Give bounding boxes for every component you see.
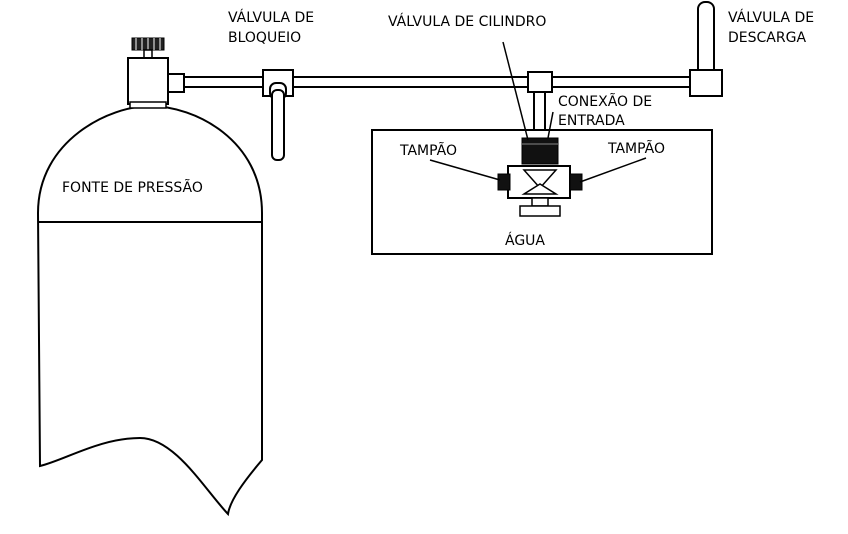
cylinder-valve-under-test <box>497 137 583 217</box>
left-cap <box>497 173 511 191</box>
cylinder-top-valve <box>127 37 185 109</box>
label-water: ÁGUA <box>505 232 545 249</box>
label-block-valve-line2: BLOQUEIO <box>228 30 301 46</box>
label-cap-left: TAMPÃO <box>399 142 457 159</box>
leader-lines <box>429 41 647 183</box>
label-pressure-source: FONTE DE PRESSÃO <box>62 179 203 196</box>
block-valve <box>262 69 294 161</box>
label-block-valve-line1: VÁLVULA DE <box>228 9 314 26</box>
label-inlet-connection-line2: ENTRADA <box>558 113 625 129</box>
label-discharge-valve-line2: DESCARGA <box>728 30 806 46</box>
label-discharge-valve-line1: VÁLVULA DE <box>728 9 814 26</box>
valve-body <box>127 57 169 105</box>
block-valve-handle <box>271 89 285 161</box>
inlet-connection <box>521 137 559 165</box>
label-cap-right: TAMPÃO <box>607 140 665 157</box>
label-cylinder-valve: VÁLVULA DE CILINDRO <box>388 13 546 30</box>
main-pipe <box>184 76 696 88</box>
label-inlet-connection-line1: CONEXÃO DE <box>558 93 652 110</box>
discharge-valve <box>689 1 723 97</box>
pressure-cylinder <box>36 104 263 517</box>
